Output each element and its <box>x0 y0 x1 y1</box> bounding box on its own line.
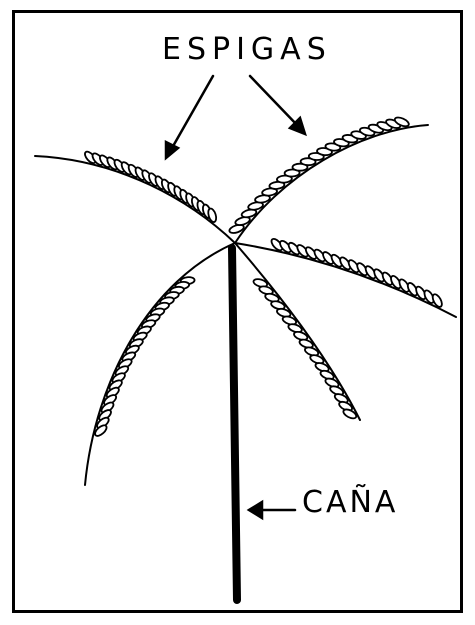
arrow-cana-head <box>249 502 262 518</box>
branch-lower-right <box>235 243 456 317</box>
arrow-espigas-right <box>250 76 298 126</box>
stem-cane <box>232 248 237 600</box>
branch-lower-left <box>85 243 235 485</box>
label-espigas: ESPIGAS <box>162 32 332 67</box>
arrow-espigas-left <box>172 76 213 148</box>
arrow-espigas-left-head <box>166 142 178 158</box>
label-cana: CAÑA <box>302 485 398 520</box>
